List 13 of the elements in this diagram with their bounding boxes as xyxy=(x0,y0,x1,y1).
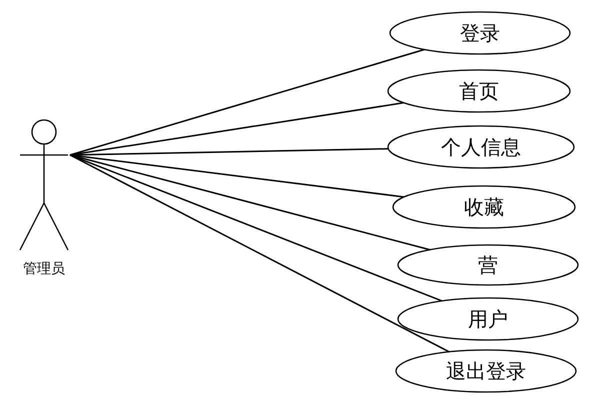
association-line xyxy=(70,154,430,250)
use-case-label: 退出登录 xyxy=(446,358,526,384)
use-case-label: 收藏 xyxy=(464,194,504,220)
association-line xyxy=(70,48,425,156)
association-line xyxy=(70,154,450,353)
use-case-label: 登录 xyxy=(460,20,500,46)
use-case-label: 首页 xyxy=(459,78,499,104)
use-case-label: 营 xyxy=(478,252,498,278)
association-line xyxy=(70,154,442,302)
actor-label: 管理员 xyxy=(22,260,66,278)
use-case-label: 个人信息 xyxy=(441,134,521,160)
association-line xyxy=(70,154,404,198)
use-case-label: 用户 xyxy=(468,306,508,332)
